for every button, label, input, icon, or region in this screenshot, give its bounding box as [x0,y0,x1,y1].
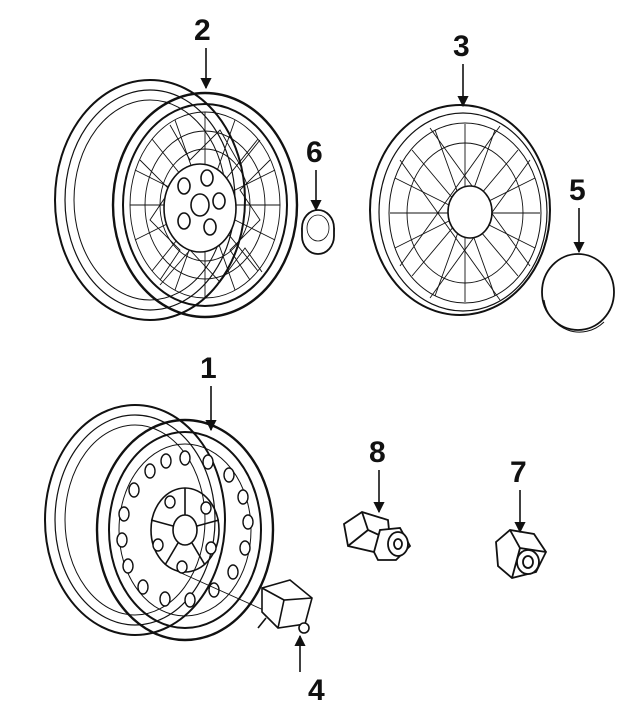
wheel-steel-lug-studs [152,495,217,574]
callout-2: 2 [194,14,211,47]
wheel-steel-hub [150,487,220,573]
wheel-cover[interactable] [369,104,551,316]
center-cap[interactable] [301,209,335,255]
callout-3: 3 [453,30,470,63]
leader-lines [200,48,585,672]
wheel-alloy-hub [163,163,237,253]
lock-nut[interactable] [343,511,412,561]
callout-7: 7 [510,456,527,489]
callout-4: 4 [308,674,325,707]
lug-nut[interactable] [495,529,548,579]
callout-6: 6 [306,136,323,169]
callout-1: 1 [200,352,217,385]
wheel-steel[interactable] [44,404,275,642]
callout-8: 8 [369,436,386,469]
hub-cap[interactable] [541,253,615,333]
callout-5: 5 [569,174,586,207]
wheel-alloy[interactable] [54,79,299,321]
wheel-cover-hub [447,185,493,239]
valve-sensor[interactable] [169,567,313,634]
